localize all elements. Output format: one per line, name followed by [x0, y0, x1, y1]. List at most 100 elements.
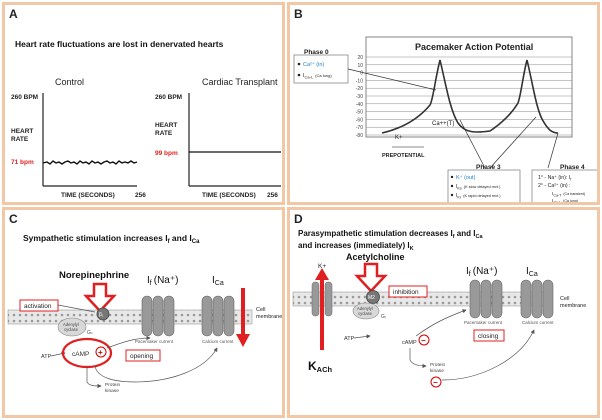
d-title-line1-b: and I [455, 229, 476, 238]
phase4-line1-sub: f [570, 177, 572, 181]
phase3-line3: I [456, 193, 457, 199]
svg-text:ICa-L(Ca long): ICa-L(Ca long) [552, 198, 578, 204]
c-if-channel-right [163, 295, 175, 337]
d-ica-label: I [526, 266, 529, 277]
c-calcium-current: Calcium current [202, 339, 234, 344]
c-receptor [96, 307, 110, 321]
phase4-line4: I [552, 198, 553, 204]
svg-text:Sympathetic stimulation incre: Sympathetic stimulation increases If and… [23, 233, 200, 245]
c-title-sub2: Ca [192, 239, 200, 245]
d-adenylyl-1: Adenylyl [357, 306, 373, 311]
ap-y-tick-label: -50 [356, 110, 363, 116]
control-ylabel-2: RATE [11, 136, 29, 143]
ap-y-tick-label: 20 [357, 55, 363, 61]
c-if-label: I [147, 275, 150, 286]
phase0-bullet-1 [297, 62, 301, 66]
phase3-line2-sub: Ks [457, 186, 462, 190]
d-protein-1: Protein [430, 362, 446, 368]
d-minus-icon-1 [418, 334, 430, 346]
d-ica-channel-right [542, 279, 554, 319]
d-if-ion: (Na⁺) [473, 266, 498, 277]
control-trace [42, 160, 138, 165]
c-if-channel-left [141, 295, 153, 337]
sympathetic-diagram: Sympathetic stimulation increases If and… [7, 233, 282, 394]
control-label: Control [55, 77, 84, 87]
c-plus-icon [95, 346, 107, 358]
d-pacemaker-current: Pacemaker current [464, 320, 503, 325]
transplant-ytop: 260 BPM [155, 94, 182, 101]
c-camp-to-kinase-arrow [86, 367, 102, 389]
control-xmax: 256 [135, 192, 146, 199]
panel-a-title: Heart rate fluctuations are lost in dene… [15, 39, 224, 49]
svg-text:and increases (immediately) IK: and increases (immediately) IK [298, 241, 414, 252]
c-activation-link [57, 304, 96, 313]
c-ica-sub: Ca [215, 280, 224, 287]
svg-text:ICa: ICa [212, 275, 224, 287]
phase0-box [293, 54, 349, 84]
c-ica-channel-left [201, 295, 213, 337]
ap-y-tick-label: -60 [356, 117, 363, 123]
c-title-1: Sympathetic stimulation increases I [23, 233, 168, 243]
prepotential-label: PREPOTENTIAL [382, 153, 425, 159]
d-inhibition: inhibition [393, 289, 419, 296]
control-ylabel-1: HEART [11, 128, 33, 135]
svg-text:ICa-T(Ca transient): ICa-T(Ca transient) [552, 191, 585, 197]
phase3-title: Phase 3 [476, 164, 501, 171]
ap-y-tick-label: -80 [356, 133, 363, 139]
d-title-line2-sub: K [410, 246, 414, 252]
phase3-pointer-2 [489, 116, 537, 169]
panel-a: A Heart rate fluctuations are lost in de… [2, 2, 285, 205]
d-adenylyl-cyclase [352, 302, 380, 320]
d-adenylyl-2: cyclase [358, 311, 373, 316]
d-k-channel-right [324, 281, 333, 317]
ap-plot-frame [365, 36, 573, 138]
c-adenylyl-2: cyclase [64, 327, 79, 332]
c-current-arrow-head [236, 334, 250, 347]
phase3-line1: K⁺ (out) [456, 174, 476, 181]
transplant-value: 99 bpm [155, 150, 178, 157]
phase0-title: Phase 0 [304, 49, 329, 56]
d-receptor [366, 290, 380, 304]
phase3-bullet-2 [450, 184, 454, 188]
panel-d: D Parasympathetic stimulation decreases … [287, 207, 600, 418]
ap-title: Pacemaker Action Potential [415, 42, 533, 52]
d-title-line1-sub1: f [453, 234, 455, 240]
svg-text:ICa: ICa [526, 266, 538, 278]
phase0-line1: Ca²⁺ (in) [303, 61, 324, 68]
panel-c: C Sympathetic stimulation increases If a… [2, 207, 285, 418]
d-if-channel-right [491, 279, 503, 319]
phase3-box [447, 169, 521, 202]
phase0-line2-note: (Ca long) [315, 73, 332, 78]
c-cell-membrane-2: membrane [256, 314, 282, 320]
transplant-ylabel-1: HEART [155, 122, 177, 129]
d-minus-icon-2 [430, 376, 442, 388]
c-activation-box [19, 299, 59, 312]
phase0-line2-sub: Ca-L [305, 75, 314, 80]
transplant-xmax: 256 [267, 192, 278, 199]
d-kplus: K+ [318, 263, 326, 270]
d-acetylcholine-arrow [354, 262, 388, 293]
phase3-line3-sub: Kr [457, 195, 462, 199]
phase3-line3-note: (K rapid delayed rect.) [463, 194, 501, 198]
d-inhibition-box [388, 285, 428, 298]
d-kach-sub: ACh [317, 365, 333, 374]
pacemaker-diagram: Pacemaker Action Potential 20100-10-20-3… [293, 36, 597, 204]
d-atp: ATP [344, 336, 355, 342]
d-minus-2: − [433, 378, 438, 387]
c-receptor-label: β₁ [99, 312, 104, 318]
control-xlabel: TIME (SECONDS) [61, 192, 115, 199]
phase3-line2: I [456, 184, 457, 190]
phase4-box [531, 169, 597, 202]
ap-y-tick-label: -10 [356, 78, 363, 84]
d-camp-to-if-arrow [415, 309, 467, 337]
phase3-pointer-1 [459, 119, 486, 169]
transplant-label: Cardiac Transplant [202, 77, 278, 87]
c-atp: ATP [41, 354, 52, 360]
d-atp-arrow [353, 334, 371, 339]
d-neurotransmitter: Acetylcholine [346, 252, 405, 262]
d-camp-to-kinase-arrow [409, 348, 427, 369]
d-if-sub: f [469, 271, 471, 278]
d-cell-membrane-1: Cell [560, 296, 569, 302]
ap-y-tick-label: -30 [356, 94, 363, 100]
phase4-line4-note: (Ca long) [563, 199, 578, 203]
